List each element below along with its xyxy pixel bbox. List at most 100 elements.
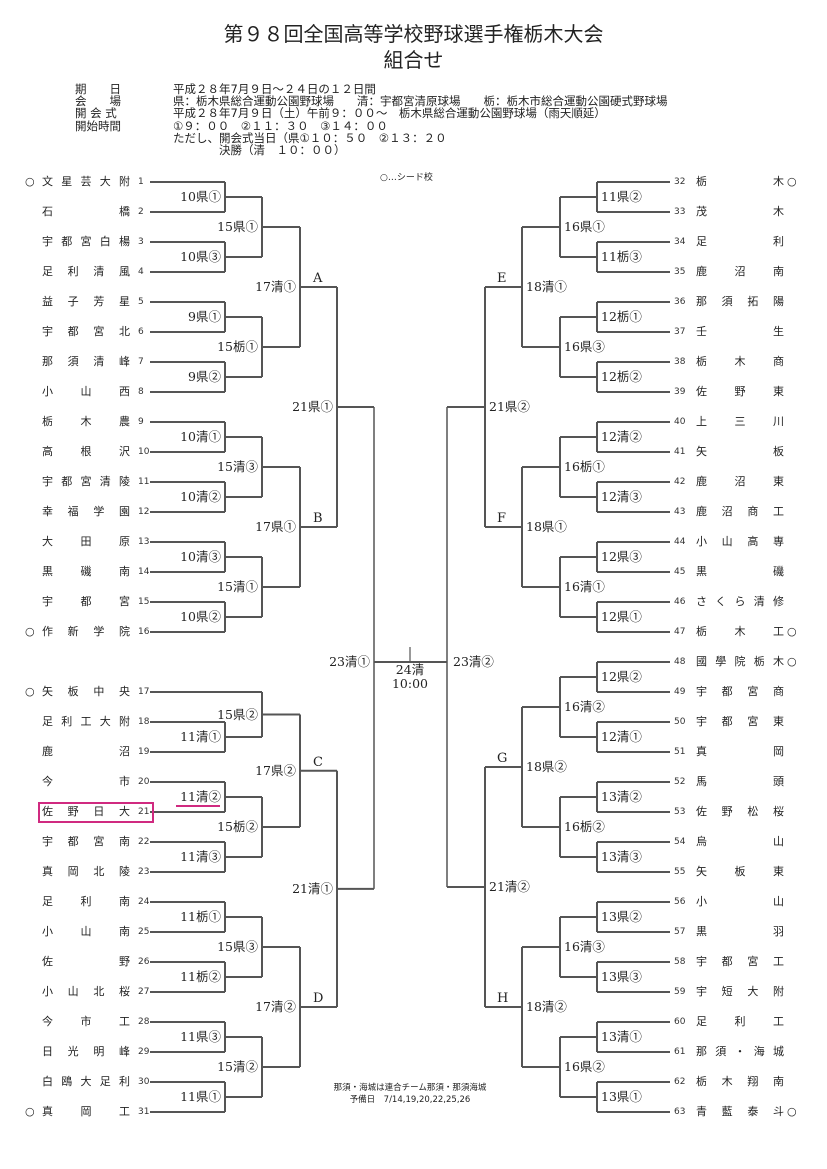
- game-label: 18県②: [526, 759, 567, 774]
- team-entry: 宇都宮白楊 3: [0, 234, 827, 250]
- team-name: 矢板中央: [42, 685, 130, 698]
- team-entry: 栃木翔南 62: [0, 1074, 827, 1090]
- team-number: 36: [674, 297, 686, 307]
- block-label: G: [497, 751, 508, 766]
- team-name: 足利工: [696, 1015, 784, 1028]
- team-number: 44: [674, 537, 686, 547]
- game-label: 16栃②: [564, 819, 605, 834]
- team-number: 33: [674, 207, 686, 217]
- game-label: 13清①: [601, 1029, 642, 1044]
- game-label: 11県②: [601, 189, 642, 204]
- game-label: 16清②: [564, 699, 605, 714]
- team-number: 62: [674, 1077, 686, 1087]
- team-number: 56: [674, 897, 686, 907]
- game-label: 15県③: [217, 939, 258, 954]
- team-name: 栃木翔南: [696, 1075, 784, 1088]
- game-label: 12清③: [601, 489, 642, 504]
- team-name: 宇都宮北: [42, 325, 130, 338]
- team-number: 47: [674, 627, 686, 637]
- team-number: 23: [138, 867, 150, 877]
- team-name: 今市工: [42, 1015, 130, 1028]
- team-number: 48: [674, 657, 686, 667]
- footnote-line2: 予備日 7/14,19,20,22,25,26: [349, 1095, 471, 1105]
- team-number: 21: [138, 807, 150, 817]
- team-name: 國學院栃木: [696, 655, 784, 668]
- team-name: 宇都宮白楊: [42, 235, 130, 248]
- team-name: 茂木: [696, 205, 784, 218]
- game-label: 11県③: [180, 1029, 221, 1044]
- game-label: 10清①: [180, 429, 221, 444]
- team-name: 黒磯: [696, 565, 784, 578]
- team-number: 16: [138, 627, 150, 637]
- game-label: 16県①: [564, 219, 605, 234]
- game-label: 21清②: [489, 879, 530, 894]
- team-number: 60: [674, 1017, 686, 1027]
- team-number: 24: [138, 897, 150, 907]
- game-label: 10清③: [180, 549, 221, 564]
- team-name: 宇都宮東: [696, 715, 784, 728]
- team-name: 鹿沼東: [696, 475, 784, 488]
- game-label: 9県①: [188, 309, 221, 324]
- team-number: 34: [674, 237, 686, 247]
- team-number: 32: [674, 177, 686, 187]
- team-number: 55: [674, 867, 686, 877]
- game-label: 12県①: [601, 609, 642, 624]
- block-label: A: [313, 271, 323, 286]
- team-name: 佐野日大: [42, 805, 130, 818]
- game-label: 11清①: [180, 729, 221, 744]
- team-number: 17: [138, 687, 150, 697]
- game-label: 17県①: [255, 519, 296, 534]
- game-label: 16清③: [564, 939, 605, 954]
- team-name: 青藍泰斗: [696, 1105, 784, 1118]
- team-number: 42: [674, 477, 686, 487]
- game-label: 11清②: [180, 789, 221, 804]
- team-number: 26: [138, 957, 150, 967]
- game-label: 13県①: [601, 1089, 642, 1104]
- team-name: 真岡工: [42, 1105, 130, 1118]
- block-label: C: [313, 754, 323, 770]
- team-number: 41: [674, 447, 686, 457]
- team-number: 3: [138, 237, 144, 247]
- team-number: 46: [674, 597, 686, 607]
- team-name: 栃木農: [42, 415, 130, 428]
- info-value: ①９：００ ②１１：３０ ③１４：００: [173, 118, 388, 133]
- team-name: 佐野: [42, 955, 130, 968]
- game-label: 13県③: [601, 969, 642, 984]
- footnote: 那須・海城は連合チーム那須・那須海城 予備日 7/14,19,20,22,25,…: [300, 1082, 520, 1106]
- semifinal-label: 23清①: [329, 654, 370, 669]
- game-label: 16清①: [564, 579, 605, 594]
- team-name: 宇都宮商: [696, 685, 784, 698]
- page-subtitle: 組合せ: [383, 48, 444, 72]
- page-title: 第９８回全国高等学校野球選手権栃木大会: [223, 22, 604, 46]
- team-number: 63: [674, 1107, 686, 1117]
- team-name: 鹿沼商工: [696, 505, 784, 518]
- block-label: D: [313, 991, 324, 1006]
- team-name: 日光明峰: [42, 1045, 130, 1058]
- team-number: 14: [138, 567, 150, 577]
- team-name: 宇都宮清陵: [42, 475, 130, 488]
- seed-mark-icon: ○: [25, 1105, 35, 1118]
- team-name: 今市: [42, 775, 130, 788]
- game-label: 11清③: [180, 849, 221, 864]
- team-number: 45: [674, 567, 686, 577]
- team-number: 18: [138, 717, 150, 727]
- game-label: 13清③: [601, 849, 642, 864]
- team-number: 57: [674, 927, 686, 937]
- seed-mark-icon: ○: [787, 175, 797, 188]
